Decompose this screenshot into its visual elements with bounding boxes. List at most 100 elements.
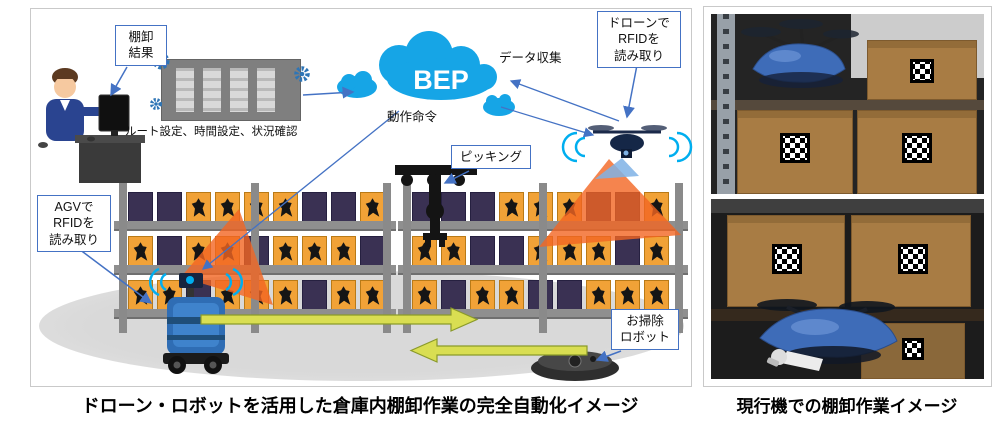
wifi-signal-icon [676, 131, 693, 163]
box-logo-mark [504, 286, 519, 305]
storage-box [644, 280, 669, 311]
drone-photo-icon [757, 299, 898, 371]
storage-box [412, 280, 437, 311]
ar-marker [910, 59, 934, 83]
agv-robot-icon [149, 267, 243, 374]
shelf-post [251, 183, 259, 333]
drone-arm [781, 351, 823, 371]
operation-command-text: 動作命令 [387, 110, 438, 124]
box-logo-mark [278, 242, 293, 261]
storage-box [273, 280, 298, 311]
storage-box [441, 236, 466, 267]
shelf-row [398, 231, 688, 275]
storage-box [302, 236, 327, 267]
shelf-post [539, 183, 547, 333]
storage-box [557, 280, 582, 311]
ar-marker [902, 338, 924, 360]
box-logo-mark [365, 286, 380, 305]
shelf-upright [717, 14, 735, 194]
storage-box [157, 192, 182, 223]
box-logo-mark [504, 198, 519, 217]
box-logo-mark [365, 198, 380, 217]
cardboard-box [867, 40, 977, 100]
cardboard-box [851, 215, 971, 307]
storage-box [441, 280, 466, 311]
storage-box [644, 236, 669, 267]
box-logo-mark [133, 286, 148, 305]
box-logo-mark [307, 242, 322, 261]
gear-icon [294, 66, 310, 82]
storage-box [470, 280, 495, 311]
storage-box [499, 280, 524, 311]
storage-box [215, 192, 240, 223]
storage-box [615, 280, 640, 311]
cardboard-box [737, 110, 853, 194]
box-logo-mark [417, 286, 432, 305]
storage-box [157, 236, 182, 267]
photo-panel [703, 6, 992, 387]
storage-box [331, 236, 356, 267]
operator-at-pc-icon [38, 68, 145, 183]
rack-bar [230, 68, 248, 112]
box-logo-mark [133, 242, 148, 261]
storage-box [615, 236, 640, 267]
server-rack-icon [161, 59, 301, 121]
shelf-post [675, 183, 683, 333]
box-logo-mark [475, 286, 490, 305]
robot-arm-icon [395, 165, 477, 247]
storage-box [360, 192, 385, 223]
cardboard-box [857, 110, 977, 194]
drone-icon [561, 125, 693, 179]
box-logo-mark [649, 242, 664, 261]
box-logo-mark [336, 286, 351, 305]
storage-box [331, 192, 356, 223]
storage-box [586, 192, 611, 223]
storage-box [586, 236, 611, 267]
storage-box [302, 280, 327, 311]
box-logo-mark [562, 242, 577, 261]
photo-ceiling [711, 199, 984, 213]
storage-box [331, 280, 356, 311]
box-logo-mark [649, 198, 664, 217]
ar-marker [902, 133, 932, 163]
storage-box [302, 192, 327, 223]
data-collection-text: データ収集 [499, 51, 562, 65]
box-logo-mark [220, 198, 235, 217]
drone-rfid-label: ドローンで RFIDを 読み取り [597, 11, 681, 68]
storage-box [186, 192, 211, 223]
rack-bar [176, 68, 194, 112]
box-logo-mark [191, 198, 206, 217]
picking-label: ピッキング [451, 145, 531, 170]
ar-marker [780, 133, 810, 163]
shelf-post [403, 183, 411, 333]
box-logo-mark [562, 198, 577, 217]
storage-box [360, 236, 385, 267]
storage-box [360, 280, 385, 311]
caption-left: ドローン・ロボットを活用した倉庫内棚卸作業の完全自動化イメージ [81, 396, 639, 416]
agv-rfid-label: AGVで RFIDを 読み取り [37, 195, 111, 252]
photo-drone-flying [711, 199, 984, 379]
shelf-post [119, 183, 127, 333]
wifi-signal-icon [149, 267, 160, 297]
box-logo-mark [649, 286, 664, 305]
box-logo-mark [278, 198, 293, 217]
rack-bar [257, 68, 275, 112]
storage-box [557, 236, 582, 267]
box-logo-mark [336, 242, 351, 261]
ar-marker [772, 244, 802, 274]
bep-cloud-icon: BEP [337, 31, 515, 116]
storage-box [499, 236, 524, 267]
automation-diagram-panel: BEP [30, 8, 693, 387]
storage-box [586, 280, 611, 311]
arrow-label-to-drone [623, 64, 638, 119]
cardboard-box [727, 215, 845, 307]
box-logo-mark [591, 286, 606, 305]
caption-right: 現行機での棚卸作業イメージ [736, 397, 958, 416]
storage-box [273, 236, 298, 267]
storage-box [128, 192, 153, 223]
inventory-result-label: 棚卸 結果 [115, 25, 167, 66]
box-logo-mark [446, 242, 461, 261]
cleaning-robot-label: お掃除 ロボット [611, 309, 679, 350]
rack-bar [203, 68, 221, 112]
box-logo-mark [620, 286, 635, 305]
